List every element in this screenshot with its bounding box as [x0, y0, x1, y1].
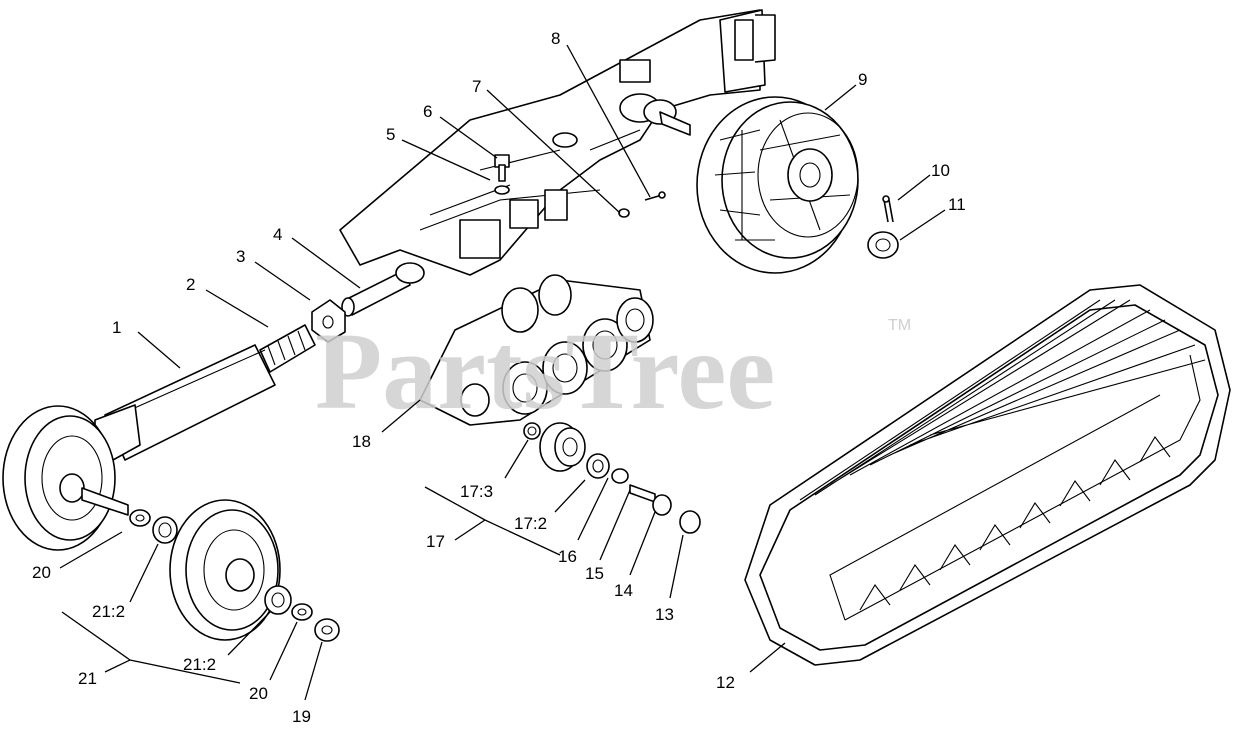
callout-18: 18 — [352, 432, 371, 451]
callout-12: 12 — [716, 673, 735, 692]
callout-8: 8 — [551, 29, 560, 48]
callouts: 1 2 3 4 5 6 7 8 9 10 11 12 13 14 15 16 1… — [32, 29, 966, 726]
callout-21-2-b: 21:2 — [183, 655, 216, 674]
roller-17-2 — [539, 422, 586, 472]
bearing-21-2b — [264, 585, 292, 615]
tension-arm — [94, 344, 276, 471]
roller-assembly — [419, 274, 654, 426]
callout-19: 19 — [292, 707, 311, 726]
nut-19 — [314, 618, 340, 642]
callout-10: 10 — [931, 161, 950, 180]
bolt-14 — [629, 484, 672, 516]
cotter-pin — [882, 195, 894, 223]
callout-20-b: 20 — [249, 684, 268, 703]
callout-17: 17 — [426, 532, 445, 551]
callout-16: 16 — [558, 547, 577, 566]
callout-13: 13 — [655, 605, 674, 624]
idler-wheel-front — [169, 499, 281, 641]
washer-20b — [291, 603, 313, 621]
rubber-track — [744, 284, 1231, 666]
drive-sprocket — [696, 96, 859, 274]
washer-20a — [129, 509, 151, 527]
track-frame — [339, 9, 776, 276]
callout-5: 5 — [386, 125, 395, 144]
castle-nut — [867, 231, 899, 259]
callout-21: 21 — [78, 669, 97, 688]
callout-17-2: 17:2 — [514, 514, 547, 533]
snap-ring-13 — [679, 510, 701, 534]
watermark-text: PartsTree — [315, 310, 775, 432]
pivot-shaft — [341, 262, 425, 317]
watermark-trademark: TM — [888, 317, 911, 334]
spacer-block — [311, 299, 346, 343]
bearing-16 — [586, 453, 610, 479]
leader-lines — [59, 44, 946, 701]
callout-14: 14 — [614, 581, 633, 600]
callout-21-2-a: 21:2 — [92, 602, 125, 621]
callout-7: 7 — [472, 77, 481, 96]
callout-9: 9 — [858, 70, 867, 89]
callout-17-3: 17:3 — [460, 482, 493, 501]
callout-11: 11 — [948, 195, 966, 214]
callout-4: 4 — [273, 225, 282, 244]
callout-20-a: 20 — [32, 563, 51, 582]
bearing-21-2a — [152, 516, 178, 544]
hardware-small — [494, 154, 666, 218]
callout-2: 2 — [186, 275, 195, 294]
tension-spring — [259, 324, 316, 373]
idler-wheel-rear — [2, 405, 129, 551]
seal-17-3 — [523, 422, 541, 440]
callout-15: 15 — [585, 564, 604, 583]
callout-3: 3 — [236, 247, 245, 266]
callout-1: 1 — [112, 318, 121, 337]
washer-15 — [611, 468, 629, 484]
callout-6: 6 — [423, 102, 432, 121]
